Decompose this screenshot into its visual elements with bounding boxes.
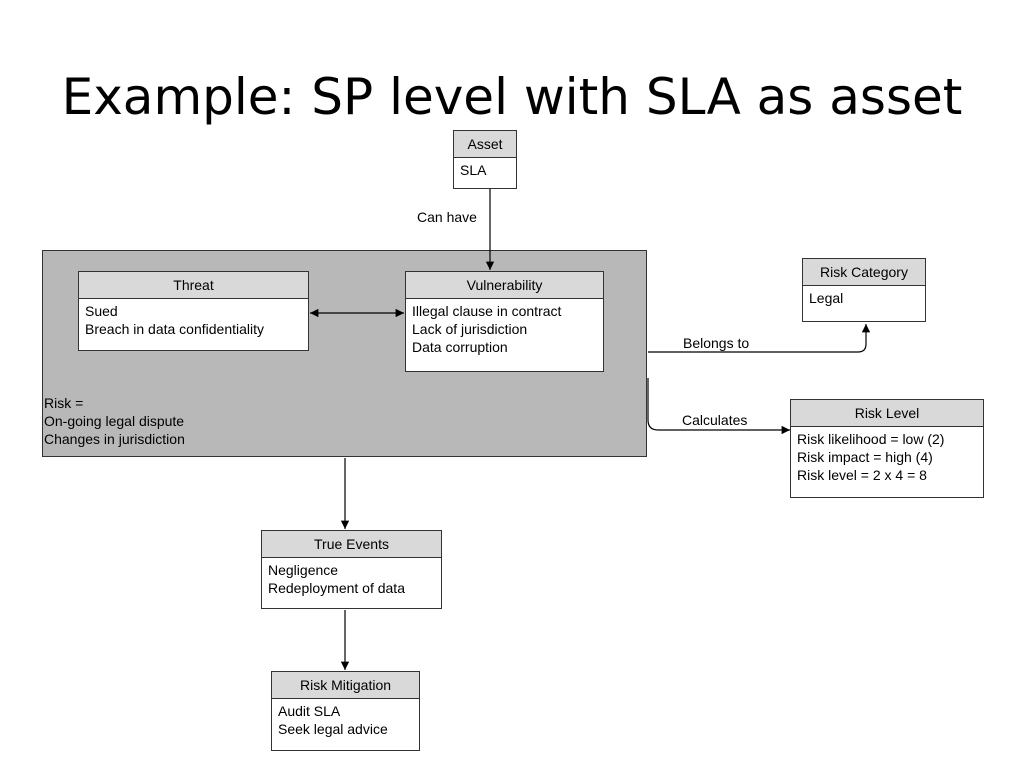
node-risk-mitigation-line: Audit SLA: [278, 703, 341, 719]
slide-title: Example: SP level with SLA as asset: [61, 68, 963, 126]
node-vulnerability-line: Illegal clause in contract: [412, 303, 562, 319]
node-risk-category-line: Legal: [809, 290, 844, 306]
node-risk-level-line: Risk level = 2 x 4 = 8: [797, 467, 927, 483]
node-threat-line: Breach in data confidentiality: [85, 321, 264, 337]
node-true-events-header: True Events: [262, 531, 441, 558]
node-risk-level-header: Risk Level: [791, 400, 983, 427]
node-vulnerability-line: Lack of jurisdiction: [412, 321, 528, 337]
node-threat-line: Sued: [85, 303, 118, 319]
node-threat: Threat Sued Breach in data confidentiali…: [78, 271, 309, 351]
risk-statement: Risk = On-going legal dispute Changes in…: [44, 394, 185, 448]
node-vulnerability: Vulnerability Illegal clause in contract…: [405, 271, 604, 372]
node-asset-header: Asset: [454, 131, 516, 158]
risk-line: On-going legal dispute: [44, 413, 185, 429]
node-threat-header: Threat: [79, 272, 308, 299]
node-true-events: True Events Negligence Redeployment of d…: [261, 530, 442, 609]
node-asset-line: SLA: [460, 162, 487, 178]
edge-belongs-to: [648, 324, 871, 353]
node-risk-category-header: Risk Category: [803, 259, 925, 286]
node-asset: Asset SLA: [453, 130, 517, 189]
node-risk-mitigation-header: Risk Mitigation: [272, 672, 419, 699]
risk-label: Risk =: [44, 395, 84, 411]
edge-label-can-have: Can have: [417, 209, 477, 225]
edge-label-belongs-to: Belongs to: [683, 335, 750, 351]
node-risk-mitigation: Risk Mitigation Audit SLA Seek legal adv…: [271, 671, 420, 751]
node-true-events-line: Redeployment of data: [268, 580, 405, 596]
node-vulnerability-line: Data corruption: [412, 339, 508, 355]
node-risk-category: Risk Category Legal: [802, 258, 926, 322]
node-risk-mitigation-line: Seek legal advice: [278, 721, 388, 737]
risk-line: Changes in jurisdiction: [44, 431, 185, 447]
node-risk-level-line: Risk likelihood = low (2): [797, 431, 945, 447]
node-vulnerability-header: Vulnerability: [406, 272, 603, 299]
node-risk-level-line: Risk impact = high (4): [797, 449, 933, 465]
edge-calculates: [647, 378, 790, 435]
node-risk-level: Risk Level Risk likelihood = low (2) Ris…: [790, 399, 984, 498]
node-true-events-line: Negligence: [268, 562, 339, 578]
edge-label-calculates: Calculates: [682, 412, 748, 428]
